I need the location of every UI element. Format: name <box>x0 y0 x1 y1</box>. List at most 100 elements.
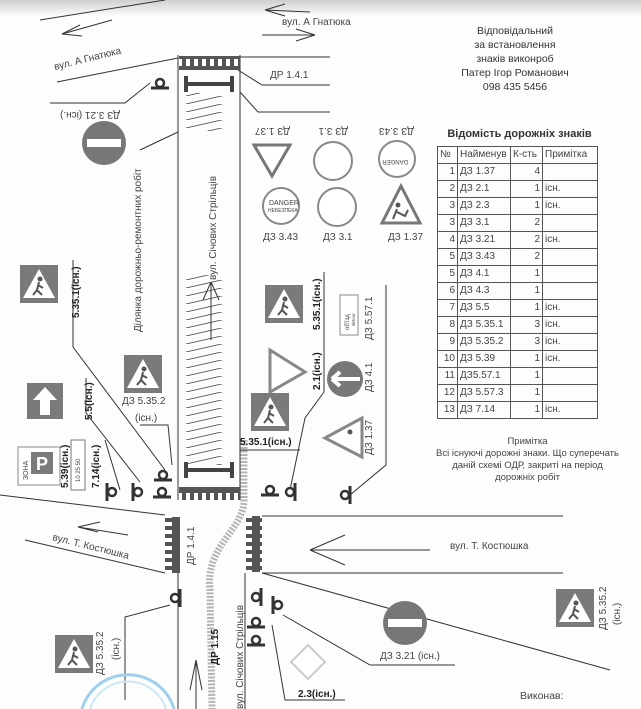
street-label-sichovykh-bottom: вул. Січових Стрільців <box>235 605 246 709</box>
svg-text:ДЗ 5.35.2: ДЗ 5.35.2 <box>95 631 106 675</box>
cell-note <box>542 367 598 385</box>
cell-note: існ. <box>542 299 598 317</box>
cell-note <box>542 265 598 283</box>
cell-count: 2 <box>510 248 543 266</box>
col-header-count: К-сть <box>510 146 543 164</box>
svg-text:ДЗ 3.21 (існ.): ДЗ 3.21 (існ.) <box>380 651 440 662</box>
cell-number: 5 <box>437 248 458 266</box>
cell-count: 1 <box>510 265 543 283</box>
marking-label-dr141-top: ДР 1.4.1 <box>270 70 309 81</box>
performed-by-label: Виконав: <box>520 690 564 702</box>
cell-note: існ. <box>542 231 598 249</box>
cell-name: ДЗ 2.1 <box>457 180 511 198</box>
warning-roadwork-icon <box>251 143 293 179</box>
svg-text:10 25 50: 10 25 50 <box>76 458 82 482</box>
main-road-icon <box>289 643 327 681</box>
svg-text:(існ.): (існ.) <box>111 638 122 660</box>
cell-name: ДЗ5.57.1 <box>457 367 511 385</box>
cell-name: ДЗ 5.5 <box>457 299 511 317</box>
warning-roadwork-icon <box>379 182 423 225</box>
sign-5-35-2-mid: ДЗ 5.35.2 (існ.) <box>122 354 173 466</box>
street-label-kostyushka-left: вул. Т. Костюшка <box>51 532 130 562</box>
svg-text:ДЗ 3.1: ДЗ 3.1 <box>323 232 353 243</box>
cell-number: 4 <box>437 231 458 249</box>
arrow-left-icon <box>309 534 430 566</box>
cell-note <box>542 214 598 232</box>
sign-5-35-2-bottom-right: ДЗ 5.35.2 (існ.) <box>555 586 623 630</box>
col-header-number: № <box>437 146 458 164</box>
svg-text:ДЗ 5.35.2: ДЗ 5.35.2 <box>598 586 609 630</box>
cell-count: 3 <box>510 316 543 334</box>
sign-4-1: ДЗ 4.1 <box>327 361 375 397</box>
svg-text:5.5(існ.): 5.5(існ.) <box>84 382 95 420</box>
svg-text:(існ.): (існ.) <box>612 603 623 625</box>
street-label-kostyushka-right: вул. Т. Костюшка <box>450 541 529 552</box>
svg-text:ДЗ 1.37: ДЗ 1.37 <box>255 125 290 136</box>
cell-name: ДЗ 1.37 <box>457 163 511 181</box>
responsible-line1: Відповідальний <box>477 25 553 37</box>
no-traffic-icon <box>313 141 353 181</box>
signs-table-title: Відомість дорожніх знаків <box>447 128 592 140</box>
svg-text:ДЗ 3.43: ДЗ 3.43 <box>379 125 414 136</box>
cell-name: ДЗ 4.3 <box>457 282 511 300</box>
svg-text:5.35.1(існ.): 5.35.1(існ.) <box>312 278 323 330</box>
danger-sign-icon <box>262 187 300 225</box>
svg-text:ЗОНА: ЗОНА <box>23 460 30 480</box>
note-block: Примітка Всі існуючі дорожні знаки. Що с… <box>435 436 620 484</box>
sign-5-57-1: об'їзд detour ДЗ 5.57.1 <box>339 285 387 496</box>
svg-text:detour: detour <box>351 313 356 326</box>
svg-text:7.14(існ.): 7.14(існ.) <box>91 445 102 488</box>
svg-text:5.39(існ.): 5.39(існ.) <box>60 445 71 488</box>
give-way-icon <box>268 347 308 395</box>
cell-count: 2 <box>510 231 543 249</box>
svg-text:ДЗ 4.1: ДЗ 4.1 <box>364 362 375 392</box>
cell-count: 1 <box>510 180 543 198</box>
cell-number: 5 <box>437 265 458 283</box>
cell-count: 1 <box>510 367 543 385</box>
sign-5-39-7-14: ЗОНА P 10 25 50 5.39(існ.) 7.14(існ.) <box>17 439 174 503</box>
cell-name: ДЗ 3.1 <box>457 214 511 232</box>
cell-note: існ. <box>542 350 598 368</box>
svg-text:ДЗ 3.43: ДЗ 3.43 <box>263 232 298 243</box>
sign-5-35-1-center: 5.35.1(існ.) <box>151 392 352 506</box>
warning-roadwork-icon <box>321 415 364 460</box>
danger-sign-icon <box>378 140 416 178</box>
svg-text:P: P <box>36 454 48 474</box>
svg-text:2.1(існ.): 2.1(існ.) <box>312 352 323 390</box>
arrow-up-icon <box>33 387 57 415</box>
cell-count: 2 <box>510 214 543 232</box>
arrow-right-icon <box>262 28 316 42</box>
svg-text:об'їзд: об'їзд <box>345 314 351 330</box>
cell-number: 13 <box>437 401 458 419</box>
cell-number: 9 <box>437 333 458 351</box>
cell-number: 12 <box>437 384 458 402</box>
col-header-note: Примітка <box>542 146 598 164</box>
street-label-gnatyuka-right: вул. А Гнатюка <box>282 17 351 28</box>
cell-name: ДЗ 5.35.1 <box>457 316 511 334</box>
sign-1-37-right: ДЗ 1.37 <box>321 415 375 460</box>
cell-name: ДЗ 3.43 <box>457 248 511 266</box>
cell-count: 1 <box>510 197 543 215</box>
cell-note: існ. <box>542 197 598 215</box>
sign-5-35-2-bottom-left: ДЗ 5.35.2 (існ.) <box>54 587 182 700</box>
cell-name: ДЗ 4.1 <box>457 265 511 283</box>
stop-line-top <box>184 76 234 92</box>
arrow-left-icon <box>61 19 113 37</box>
responsible-phone: 098 435 5456 <box>482 81 548 93</box>
responsible-block: Відповідальний за встановлення знаків ви… <box>440 24 590 94</box>
cell-number: 3 <box>437 214 458 232</box>
sign-2-1: 2.1(існ.) <box>268 347 323 395</box>
sign-5-35-1-left: 5.35.1(існ.) <box>19 260 166 471</box>
work-zone-label: Ділянка дорожньо-ремонтних робіт <box>132 168 144 332</box>
stamp <box>80 673 176 709</box>
hatching-top <box>179 93 240 131</box>
cell-number: 1 <box>437 163 458 181</box>
